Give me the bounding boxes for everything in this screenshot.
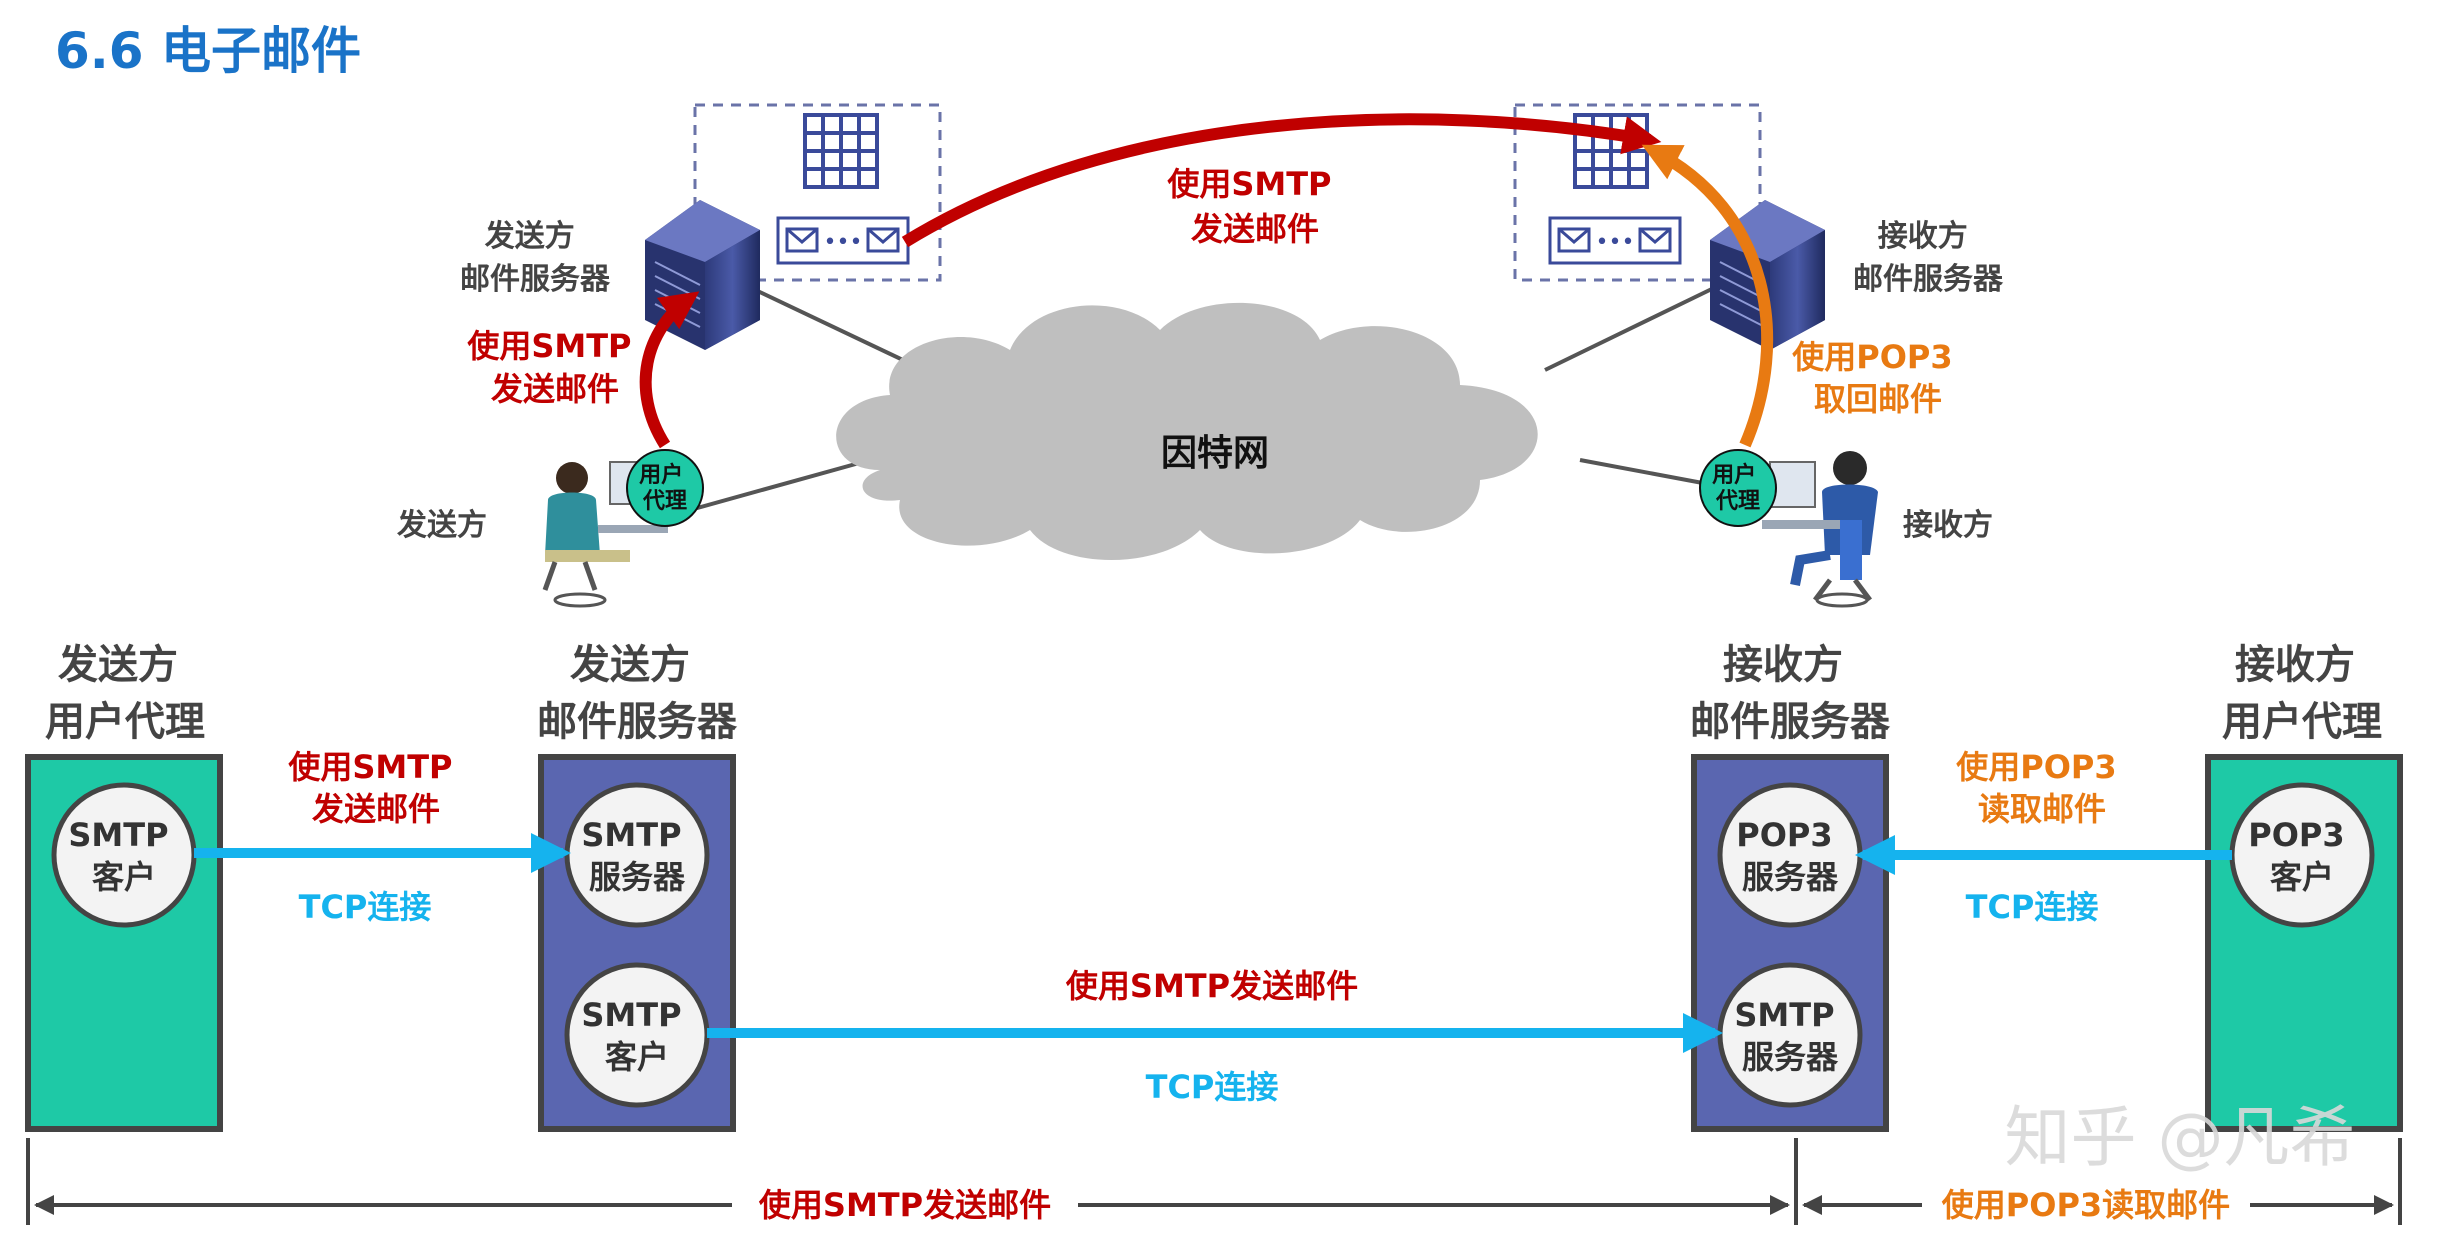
svg-text:POP3 服务器: POP3 服务器: [1736, 816, 1844, 896]
smtp-client-circle: SMTP 客户: [564, 962, 710, 1108]
sender-user-agent-badge: 用户 代理: [626, 449, 704, 527]
svg-text:SMTP 服务器: SMTP 服务器: [1734, 996, 1845, 1076]
smtp-server-circle: SMTP 服务器: [1717, 962, 1863, 1108]
svg-text:POP3 客户: POP3 客户: [2248, 816, 2356, 896]
bar-right-label: 使用POP3读取邮件: [1941, 1186, 2230, 1224]
receiver-label: 接收方: [1903, 508, 1993, 543]
smtp-server-circle: SMTP 服务器: [564, 782, 710, 928]
svg-text:用户 代理: 用户 代理: [639, 462, 691, 514]
pop3-client-circle: POP3 客户: [2229, 782, 2375, 928]
svg-text:•••: •••: [824, 230, 863, 255]
arrow-top-label: 使用SMTP 发送邮件: [1166, 165, 1342, 248]
svg-text:•••: •••: [1596, 230, 1635, 255]
svg-text:用户 代理: 用户 代理: [1712, 462, 1764, 514]
sender-label: 发送方: [396, 508, 487, 543]
page-title: 6.6 电子邮件: [55, 22, 361, 80]
smtp-client-circle: SMTP 客户: [51, 782, 197, 928]
cloud-label: 因特网: [1161, 433, 1269, 474]
pop3-server-circle: POP3 服务器: [1717, 782, 1863, 928]
mail-queue-icon: •••: [1548, 216, 1682, 265]
mail-queue-icon: •••: [776, 216, 910, 265]
smtp-ua-to-server-arrow: [639, 291, 700, 449]
mailbox-grid-icon: [803, 113, 879, 189]
col-sender-server-heading: 发送方 邮件服务器: [537, 642, 738, 745]
receiver-person-icon: [1762, 451, 1878, 608]
label-middle-smtp: 使用SMTP发送邮件: [1065, 967, 1358, 1005]
bar-left-label: 使用SMTP发送邮件: [758, 1186, 1051, 1224]
col-sender-ua-heading: 发送方 用户代理: [45, 642, 205, 745]
label-tcp-left: TCP连接: [299, 888, 432, 926]
sender-mailbox: •••: [693, 103, 942, 282]
label-right-pop3: 使用POP3 读取邮件: [1955, 748, 2128, 828]
receiver-user-agent-badge: 用户 代理: [1699, 449, 1777, 527]
svg-text:SMTP 客户: SMTP 客户: [581, 996, 692, 1076]
svg-text:SMTP 客户: SMTP 客户: [68, 816, 179, 896]
arrow-sender-up-label: 使用SMTP 发送邮件: [466, 327, 642, 408]
arrow-receiver-up-label: 使用POP3 取回邮件: [1791, 338, 1964, 418]
label-left-smtp: 使用SMTP 发送邮件: [287, 748, 463, 828]
pop3-server-to-ua-arrow: [1641, 144, 1774, 448]
label-tcp-right: TCP连接: [1966, 888, 2099, 926]
span-bars: [26, 1138, 2402, 1225]
col-receiver-ua-heading: 接收方 用户代理: [2222, 642, 2382, 745]
receiver-server-label: 接收方 邮件服务器: [1853, 219, 2004, 297]
smtp-server-to-server-arrow: [901, 113, 1662, 248]
watermark: 知乎 @凡希: [2005, 1099, 2356, 1176]
internet-cloud: 因特网: [836, 302, 1538, 560]
label-tcp-middle: TCP连接: [1146, 1068, 1279, 1106]
col-receiver-server-heading: 接收方 邮件服务器: [1690, 642, 1891, 745]
sender-server-label: 发送方 邮件服务器: [460, 219, 611, 297]
svg-text:SMTP 服务器: SMTP 服务器: [581, 816, 692, 896]
